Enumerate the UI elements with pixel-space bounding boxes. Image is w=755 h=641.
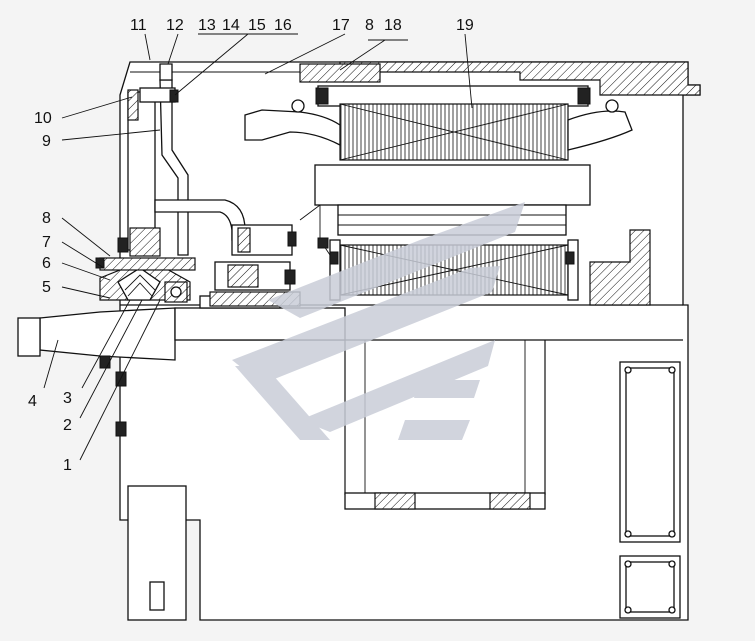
callout-1: 1 — [63, 457, 72, 474]
callout-8-left: 8 — [42, 210, 51, 227]
callout-3: 3 — [63, 390, 72, 407]
callout-5: 5 — [42, 279, 51, 296]
manufacturer-logo-watermark — [232, 202, 525, 440]
leader-lines — [43, 33, 473, 461]
callout-16: 16 — [274, 17, 292, 34]
callout-10: 10 — [34, 110, 52, 127]
callout-19: 19 — [456, 17, 474, 34]
callout-11: 11 — [130, 17, 147, 34]
callout-17: 17 — [332, 17, 350, 34]
stator-winding-upper — [244, 63, 633, 236]
callout-9: 9 — [42, 133, 51, 150]
callout-14: 14 — [222, 17, 240, 34]
callout-18: 18 — [384, 17, 402, 34]
callout-12: 12 — [166, 17, 184, 34]
callout-7: 7 — [42, 234, 51, 251]
callout-6: 6 — [42, 255, 51, 272]
bevel-gear-assembly — [95, 257, 196, 303]
callout-4: 4 — [28, 393, 37, 410]
right-bracket — [589, 229, 681, 619]
callout-8-top: 8 — [365, 17, 374, 34]
callout-15: 15 — [248, 17, 266, 34]
callout-13: 13 — [198, 17, 216, 34]
callout-2: 2 — [63, 417, 72, 434]
lower-frame — [99, 340, 546, 621]
callout-labels: 1 2 3 4 5 6 7 8 9 10 11 12 13 14 15 16 1… — [28, 17, 474, 474]
